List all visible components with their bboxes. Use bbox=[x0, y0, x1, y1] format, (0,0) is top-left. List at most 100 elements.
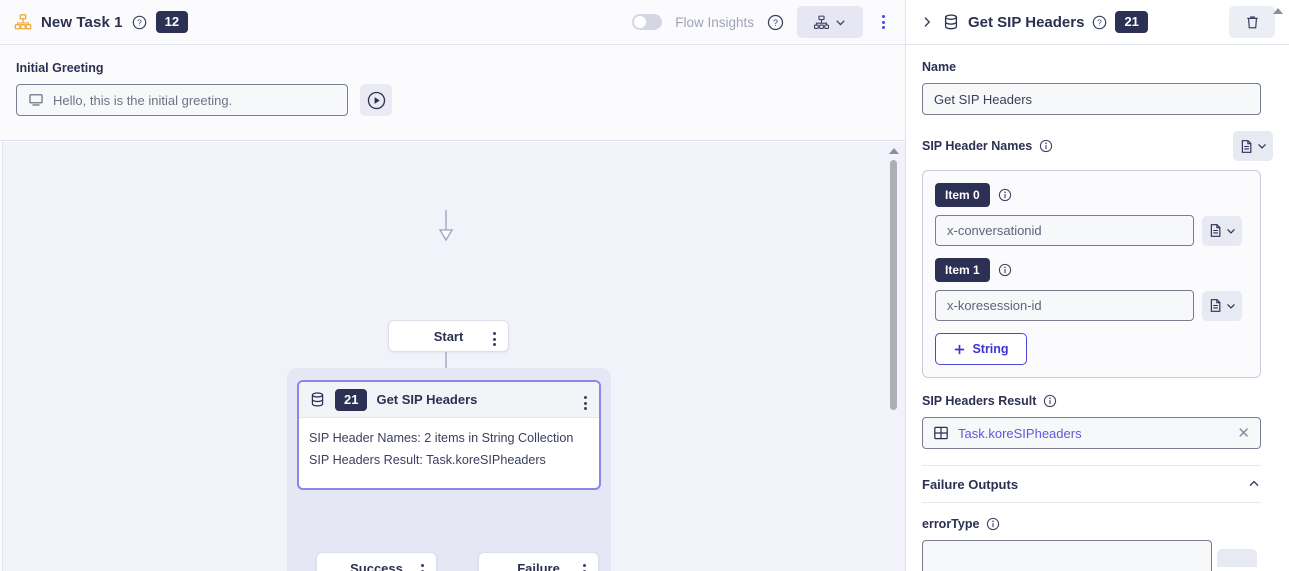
failure-outputs-section-header[interactable]: Failure Outputs bbox=[922, 465, 1261, 503]
flow-node-badge: 21 bbox=[335, 388, 368, 411]
document-icon bbox=[1208, 298, 1223, 313]
failure-outputs-label: Failure Outputs bbox=[922, 476, 1019, 492]
properties-panel: Get SIP Headers ? 21 Name Get SIP Header… bbox=[906, 0, 1289, 571]
initial-greeting-input[interactable]: Hello, this is the initial greeting. bbox=[16, 84, 348, 116]
item-0-tag: Item 0 bbox=[935, 183, 990, 207]
toolbar-right-group: Flow Insights ? bbox=[632, 6, 891, 38]
flow-node-failure-label: Failure bbox=[517, 560, 560, 571]
info-circle-icon[interactable] bbox=[1039, 139, 1053, 153]
item-0-header: Item 0 bbox=[935, 183, 1248, 207]
error-type-row bbox=[922, 540, 1273, 571]
flow-insights-toggle[interactable] bbox=[632, 14, 663, 30]
properties-panel-body: Name Get SIP Headers SIP Header Names bbox=[906, 46, 1289, 571]
table-grid-icon bbox=[933, 425, 949, 441]
page-title: New Task 1 bbox=[41, 13, 123, 31]
document-icon bbox=[1239, 139, 1254, 154]
flow-node-success-menu[interactable] bbox=[415, 560, 430, 571]
flow-node-success-label: Success bbox=[350, 560, 403, 571]
flow-node-title: Get SIP Headers bbox=[376, 392, 478, 407]
flow-node-detail-line: SIP Headers Result: Task.koreSIPheaders bbox=[309, 453, 546, 467]
svg-text:?: ? bbox=[1098, 18, 1103, 27]
delete-node-button[interactable] bbox=[1229, 6, 1275, 38]
info-circle-icon[interactable] bbox=[1043, 394, 1057, 408]
properties-panel-header: Get SIP Headers ? 21 bbox=[906, 0, 1289, 45]
flow-node-get-sip-headers[interactable]: 21 Get SIP Headers SIP Header Names: 2 i… bbox=[297, 380, 601, 490]
toolbar-kebab-menu[interactable] bbox=[876, 11, 891, 33]
flow-node-failure[interactable]: Failure bbox=[478, 552, 599, 571]
plus-icon bbox=[953, 343, 966, 356]
flow-insights-label: Flow Insights bbox=[675, 14, 754, 30]
close-icon[interactable]: ✕ bbox=[1237, 424, 1250, 442]
initial-greeting-section: Initial Greeting Hello, this is the init… bbox=[0, 45, 905, 141]
properties-panel-badge: 21 bbox=[1115, 11, 1148, 33]
flow-node-menu[interactable] bbox=[578, 392, 593, 414]
sip-header-names-source-dropdown[interactable] bbox=[1233, 131, 1273, 161]
item-1-tag: Item 1 bbox=[935, 258, 990, 282]
help-circle-icon[interactable]: ? bbox=[767, 14, 784, 31]
database-icon bbox=[309, 391, 326, 408]
flow-node-failure-menu[interactable] bbox=[577, 560, 592, 571]
sip-header-names-items-box: Item 0 x-conversationid bbox=[922, 170, 1261, 378]
flow-node-header: 21 Get SIP Headers bbox=[299, 382, 599, 418]
svg-text:?: ? bbox=[773, 18, 778, 28]
flow-node-success[interactable]: Success bbox=[316, 552, 437, 571]
name-field-label: Name bbox=[922, 60, 957, 74]
sip-headers-result-label: SIP Headers Result bbox=[922, 394, 1273, 408]
error-type-input[interactable] bbox=[922, 540, 1212, 571]
info-circle-icon[interactable] bbox=[998, 188, 1012, 202]
item-1-input[interactable]: x-koresession-id bbox=[935, 290, 1194, 321]
chevron-up-icon bbox=[1247, 477, 1261, 491]
sip-headers-result-text: SIP Headers Result bbox=[922, 394, 1037, 408]
flow-node-start-menu[interactable] bbox=[487, 328, 502, 350]
panel-scroll-up-arrow[interactable] bbox=[1273, 8, 1283, 14]
add-string-label: String bbox=[972, 342, 1009, 356]
properties-panel-title: Get SIP Headers bbox=[968, 13, 1085, 31]
document-icon bbox=[1208, 223, 1223, 238]
initial-greeting-row: Hello, this is the initial greeting. bbox=[16, 84, 889, 116]
flow-canvas[interactable]: Start 21 Get SIP Headers SIP Header Name… bbox=[2, 142, 905, 571]
name-field-input[interactable]: Get SIP Headers bbox=[922, 83, 1261, 115]
sip-header-names-row: SIP Header Names bbox=[922, 131, 1273, 161]
flow-editor-pane: New Task 1 ? 12 Flow Insights ? bbox=[0, 0, 906, 571]
item-0-source-dropdown[interactable] bbox=[1202, 215, 1242, 246]
info-circle-icon[interactable] bbox=[998, 263, 1012, 277]
error-type-text: errorType bbox=[922, 517, 980, 531]
task-count-badge: 12 bbox=[155, 11, 189, 33]
add-string-button[interactable]: String bbox=[935, 333, 1027, 365]
item-1-row: x-koresession-id bbox=[935, 290, 1248, 321]
initial-greeting-value: Hello, this is the initial greeting. bbox=[53, 92, 233, 108]
item-1-source-dropdown[interactable] bbox=[1202, 290, 1242, 321]
sip-header-names-label: SIP Header Names bbox=[922, 139, 1053, 153]
flow-node-start-label: Start bbox=[433, 328, 464, 344]
database-icon bbox=[942, 13, 960, 31]
info-circle-icon[interactable] bbox=[986, 517, 1000, 531]
play-greeting-button[interactable] bbox=[360, 84, 392, 116]
canvas-scroll-up-arrow[interactable] bbox=[889, 148, 899, 154]
flow-node-body: SIP Header Names: 2 items in String Coll… bbox=[299, 418, 599, 480]
help-circle-icon[interactable]: ? bbox=[1092, 15, 1107, 30]
top-toolbar: New Task 1 ? 12 Flow Insights ? bbox=[0, 0, 905, 45]
hierarchy-icon bbox=[813, 14, 830, 31]
flow-node-detail-line: SIP Header Names: 2 items in String Coll… bbox=[309, 431, 574, 445]
item-0-input[interactable]: x-conversationid bbox=[935, 215, 1194, 246]
canvas-scrollbar[interactable] bbox=[890, 160, 897, 410]
sip-headers-result-input[interactable]: Task.koreSIPheaders ✕ bbox=[922, 417, 1261, 449]
trash-icon bbox=[1244, 14, 1261, 31]
error-type-label: errorType bbox=[922, 517, 1273, 531]
sip-headers-result-value: Task.koreSIPheaders bbox=[958, 425, 1082, 441]
item-1-header: Item 1 bbox=[935, 258, 1248, 282]
chevron-down-icon bbox=[1256, 140, 1268, 152]
chevron-down-icon bbox=[834, 16, 847, 29]
error-type-source-dropdown[interactable] bbox=[1217, 549, 1257, 567]
flow-node-start[interactable]: Start bbox=[388, 320, 509, 352]
help-circle-icon[interactable]: ? bbox=[132, 15, 147, 30]
play-circle-icon bbox=[366, 90, 387, 111]
chevron-right-icon[interactable] bbox=[920, 15, 934, 29]
item-0-row: x-conversationid bbox=[935, 215, 1248, 246]
sip-header-names-text: SIP Header Names bbox=[922, 139, 1033, 153]
toolbar-left-group: New Task 1 ? 12 bbox=[14, 11, 189, 33]
chevron-down-icon bbox=[1225, 300, 1237, 312]
monitor-icon bbox=[28, 92, 44, 108]
view-mode-dropdown[interactable] bbox=[797, 6, 863, 38]
initial-greeting-label: Initial Greeting bbox=[16, 61, 104, 75]
